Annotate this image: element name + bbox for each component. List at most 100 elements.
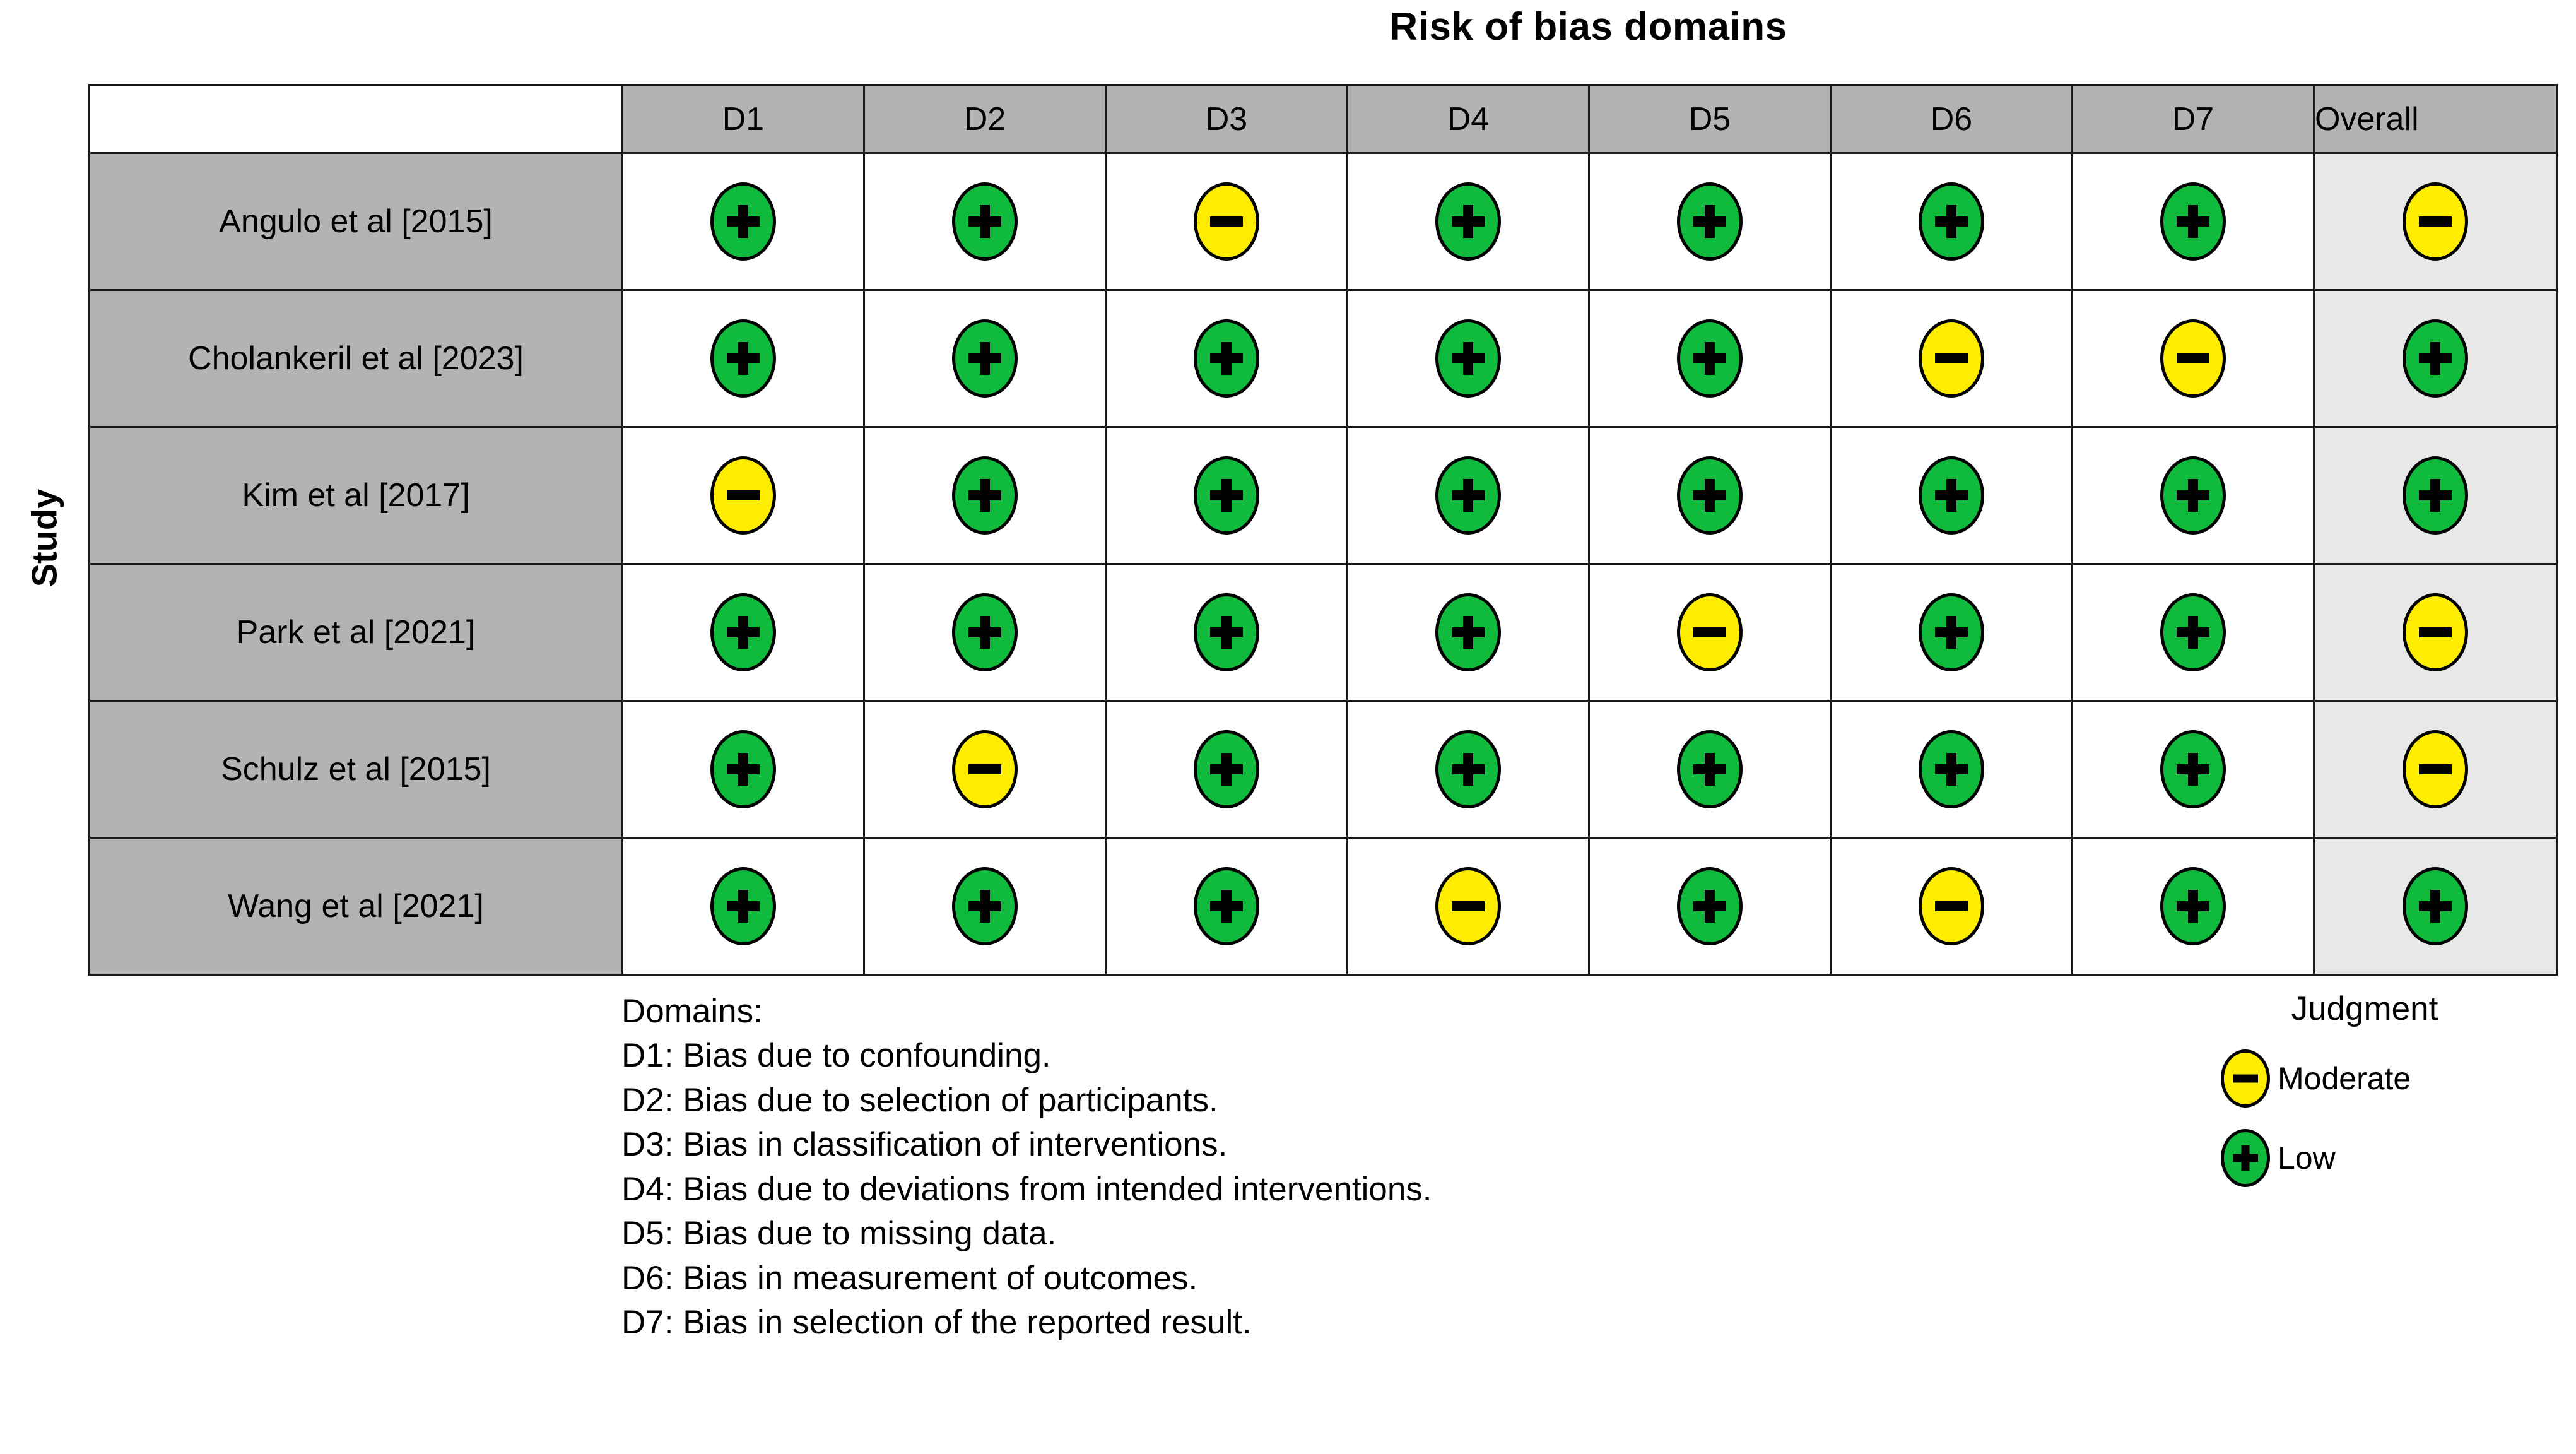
low-judgment-icon bbox=[1435, 456, 1501, 535]
low-judgment-icon bbox=[1194, 319, 1259, 398]
judgment-cell-d6[interactable] bbox=[1830, 563, 2073, 702]
judgment-cell-d3[interactable] bbox=[1105, 289, 1348, 428]
judgment-cell-d3[interactable] bbox=[1105, 152, 1348, 291]
judgment-cell-d2[interactable] bbox=[863, 563, 1107, 702]
low-judgment-icon bbox=[952, 456, 1018, 535]
domain-key-d7: D7: Bias in selection of the reported re… bbox=[621, 1304, 1252, 1342]
low-judgment-icon bbox=[2221, 1129, 2270, 1187]
judgment-cell-d7[interactable] bbox=[2071, 289, 2315, 428]
table-row: Schulz et al [2015] bbox=[88, 700, 2558, 839]
judgment-cell-d3[interactable] bbox=[1105, 563, 1348, 702]
judgment-cell-d1[interactable] bbox=[621, 289, 865, 428]
judgment-cell-d1[interactable] bbox=[621, 152, 865, 291]
low-judgment-icon bbox=[710, 867, 776, 945]
low-judgment-icon bbox=[1194, 730, 1259, 808]
low-judgment-icon bbox=[710, 593, 776, 671]
judgment-cell-d4[interactable] bbox=[1346, 837, 1590, 976]
judgment-cell-d7[interactable] bbox=[2071, 152, 2315, 291]
moderate-judgment-icon bbox=[1677, 593, 1743, 671]
judgment-cell-overall[interactable] bbox=[2313, 837, 2558, 976]
table-header-row: D1 D2 D3 D4 D5 D6 D7 Overall bbox=[88, 84, 2558, 154]
judgment-cell-d4[interactable] bbox=[1346, 700, 1590, 839]
judgment-cell-d2[interactable] bbox=[863, 152, 1107, 291]
judgment-cell-d6[interactable] bbox=[1830, 289, 2073, 428]
low-judgment-icon bbox=[1919, 593, 1984, 671]
judgment-cell-d3[interactable] bbox=[1105, 700, 1348, 839]
judgment-cell-overall[interactable] bbox=[2313, 152, 2558, 291]
judgment-cell-d1[interactable] bbox=[621, 563, 865, 702]
judgment-cell-d6[interactable] bbox=[1830, 152, 2073, 291]
judgment-cell-d5[interactable] bbox=[1588, 289, 1832, 428]
judgment-cell-overall[interactable] bbox=[2313, 426, 2558, 565]
low-judgment-icon bbox=[1677, 867, 1743, 945]
judgment-cell-d7[interactable] bbox=[2071, 426, 2315, 565]
low-judgment-icon bbox=[1194, 456, 1259, 535]
judgment-cell-d5[interactable] bbox=[1588, 426, 1832, 565]
table-row: Kim et al [2017] bbox=[88, 426, 2558, 565]
judgment-cell-d4[interactable] bbox=[1346, 289, 1590, 428]
judgment-cell-d6[interactable] bbox=[1830, 426, 2073, 565]
study-label: Schulz et al [2015] bbox=[88, 700, 623, 839]
column-header-d4: D4 bbox=[1346, 84, 1590, 154]
moderate-judgment-icon bbox=[1919, 319, 1984, 398]
table-row: Angulo et al [2015] bbox=[88, 152, 2558, 291]
moderate-judgment-icon bbox=[2403, 730, 2468, 808]
study-label: Cholankeril et al [2023] bbox=[88, 289, 623, 428]
legend-label-low: Low bbox=[2278, 1140, 2336, 1176]
judgment-cell-d7[interactable] bbox=[2071, 837, 2315, 976]
judgment-cell-overall[interactable] bbox=[2313, 563, 2558, 702]
domain-key-d3: D3: Bias in classification of interventi… bbox=[621, 1126, 1228, 1164]
moderate-judgment-icon bbox=[2221, 1049, 2270, 1108]
judgment-cell-d2[interactable] bbox=[863, 289, 1107, 428]
judgment-cell-d7[interactable] bbox=[2071, 700, 2315, 839]
moderate-judgment-icon bbox=[2403, 182, 2468, 261]
judgment-cell-d5[interactable] bbox=[1588, 563, 1832, 702]
low-judgment-icon bbox=[2160, 867, 2226, 945]
study-label: Angulo et al [2015] bbox=[88, 152, 623, 291]
judgment-cell-d3[interactable] bbox=[1105, 837, 1348, 976]
table-row: Wang et al [2021] bbox=[88, 837, 2558, 976]
judgment-cell-overall[interactable] bbox=[2313, 289, 2558, 428]
low-judgment-icon bbox=[952, 319, 1018, 398]
judgment-cell-d2[interactable] bbox=[863, 426, 1107, 565]
domain-key-d6: D6: Bias in measurement of outcomes. bbox=[621, 1259, 1198, 1297]
column-header-d6: D6 bbox=[1830, 84, 2073, 154]
judgment-cell-d5[interactable] bbox=[1588, 152, 1832, 291]
judgment-cell-d6[interactable] bbox=[1830, 700, 2073, 839]
judgment-cell-d6[interactable] bbox=[1830, 837, 2073, 976]
judgment-cell-d1[interactable] bbox=[621, 700, 865, 839]
judgment-cell-d4[interactable] bbox=[1346, 563, 1590, 702]
low-judgment-icon bbox=[2403, 319, 2468, 398]
moderate-judgment-icon bbox=[1919, 867, 1984, 945]
low-judgment-icon bbox=[952, 182, 1018, 261]
legend-entry-low: Low bbox=[2221, 1129, 2549, 1187]
study-label: Wang et al [2021] bbox=[88, 837, 623, 976]
domain-key-d2: D2: Bias due to selection of participant… bbox=[621, 1081, 1218, 1119]
low-judgment-icon bbox=[2403, 456, 2468, 535]
column-header-d3: D3 bbox=[1105, 84, 1348, 154]
low-judgment-icon bbox=[1677, 182, 1743, 261]
low-judgment-icon bbox=[1435, 182, 1501, 261]
moderate-judgment-icon bbox=[2403, 593, 2468, 671]
judgment-cell-d5[interactable] bbox=[1588, 700, 1832, 839]
moderate-judgment-icon bbox=[2160, 319, 2226, 398]
judgment-cell-d4[interactable] bbox=[1346, 152, 1590, 291]
study-label: Kim et al [2017] bbox=[88, 426, 623, 565]
judgment-cell-d5[interactable] bbox=[1588, 837, 1832, 976]
judgment-cell-overall[interactable] bbox=[2313, 700, 2558, 839]
page-title: Risk of bias domains bbox=[1389, 5, 1787, 49]
judgment-cell-d2[interactable] bbox=[863, 837, 1107, 976]
judgment-cell-d1[interactable] bbox=[621, 426, 865, 565]
judgment-cell-d1[interactable] bbox=[621, 837, 865, 976]
low-judgment-icon bbox=[1194, 867, 1259, 945]
low-judgment-icon bbox=[1677, 319, 1743, 398]
judgment-cell-d3[interactable] bbox=[1105, 426, 1348, 565]
low-judgment-icon bbox=[1919, 182, 1984, 261]
judgment-legend: Judgment Moderate Low bbox=[2221, 990, 2549, 1187]
low-judgment-icon bbox=[2160, 730, 2226, 808]
domain-key-d4: D4: Bias due to deviations from intended… bbox=[621, 1170, 1432, 1208]
judgment-cell-d2[interactable] bbox=[863, 700, 1107, 839]
judgment-cell-d7[interactable] bbox=[2071, 563, 2315, 702]
judgment-cell-d4[interactable] bbox=[1346, 426, 1590, 565]
table-row: Cholankeril et al [2023] bbox=[88, 289, 2558, 428]
